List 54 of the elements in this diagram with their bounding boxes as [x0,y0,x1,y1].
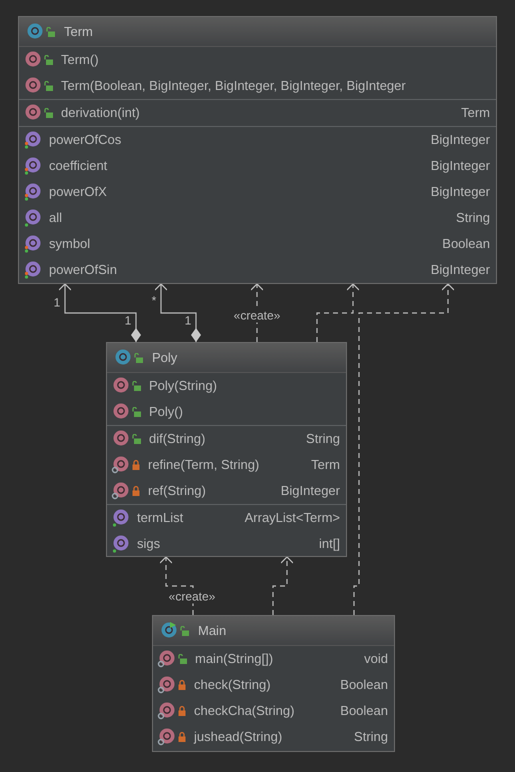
member-name: dif(String) [149,430,206,448]
member-name: Poly() [149,403,183,422]
type-name: Boolean [442,235,490,254]
member-name: checkCha(String) [194,702,294,720]
dependency-arrow [272,556,294,615]
type-name: Boolean [340,676,388,694]
class-name: Main [198,622,226,640]
type-name: Term [311,456,340,474]
member-name: main(String[]) [195,650,274,668]
dependency-arrow [353,283,455,615]
multiplicity-label: 1 [184,314,192,328]
class-box [152,615,395,752]
member-name: refine(Term, String) [148,456,260,474]
multiplicity-label: 1 [54,296,60,310]
dependency-arrow [159,556,194,615]
edge-label: «create» [232,310,282,322]
type-name: int[] [319,535,340,554]
class-box [18,16,497,284]
type-name: Term [461,104,490,122]
member-name: powerOfCos [49,131,122,150]
member-name: Term(Boolean, BigInteger, BigInteger, BigInteger, BigInteger [61,77,406,96]
multiplicity-label: * [152,294,156,308]
class-box [106,342,347,557]
member-name: powerOfSin [49,261,117,280]
association-arrow [58,283,141,342]
member-name: ref(String) [148,482,206,500]
type-name: BigInteger [430,131,490,150]
member-name: derivation(int) [61,104,140,122]
edge-label: «create» [168,590,216,604]
member-name: coefficient [49,157,108,176]
member-name: powerOfX [49,183,107,202]
member-name: Poly(String) [149,377,217,396]
class-name: Poly [152,348,178,367]
class-name: Term [64,22,93,41]
type-name: ArrayList<Term> [244,509,340,528]
member-name: all [49,209,62,228]
member-name: termList [137,509,184,528]
type-name: BigInteger [430,157,490,176]
type-name: BigInteger [430,183,490,202]
multiplicity-label: 1 [124,314,132,328]
type-name: Boolean [340,702,388,720]
member-name: sigs [137,535,160,554]
member-name: Term() [61,51,99,70]
type-name: String [456,209,490,228]
type-name: String [306,430,340,448]
type-name: BigInteger [280,482,340,500]
type-name: BigInteger [430,261,490,280]
type-name: void [364,650,388,668]
association-arrow [154,283,201,342]
member-name: jushead(String) [194,728,282,746]
member-name: symbol [49,235,90,254]
type-name: String [354,728,388,746]
dependency-arrow [316,283,360,342]
member-name: check(String) [194,676,271,694]
